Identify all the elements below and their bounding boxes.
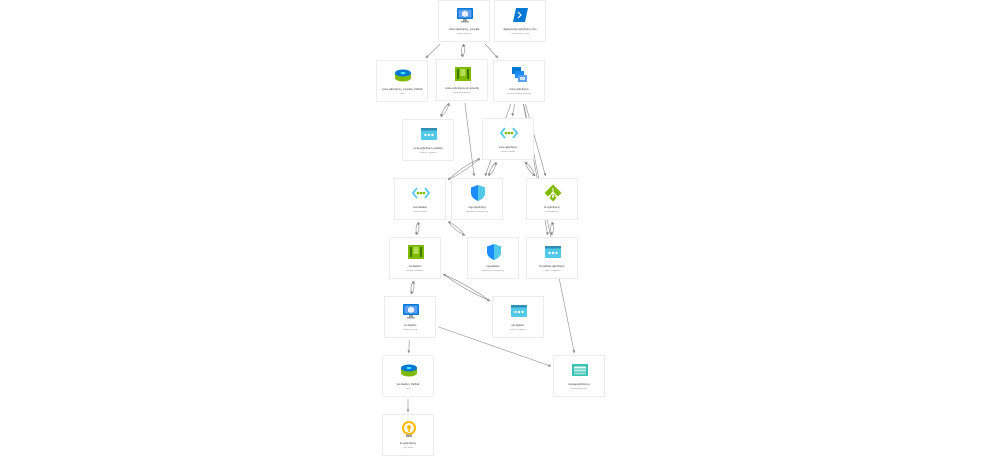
edge-nic-2-to-vnet-2 [416,221,421,236]
virtual-network-icon [499,124,519,142]
node-name: vm-bastion_OsDisk [396,383,420,386]
node-name: pip-bastion [511,324,525,327]
node-name: nsg-vgbmhpmy [468,206,486,209]
node-type: Deployment Script [511,33,529,35]
edge-vnet-main-to-lb [524,161,536,177]
public-ip-icon [510,302,528,320]
node-type: Virtual machine [402,329,418,331]
edge-nic-2-to-pip-2 [442,273,491,302]
node-name: kv-vgbmhpmy [399,442,417,445]
node-name: vmss-vgbmhpmy_vmscale [448,28,480,31]
node-type: Disk [399,93,405,95]
network-interface-icon [454,65,472,83]
node-name: lb-vgbmhpmy [544,206,560,209]
edge-pip-2-to-nic-2 [442,273,491,302]
edge-vm-2-to-storage [437,326,552,367]
node-type: Virtual machine [456,33,472,35]
node-type: Virtual network [412,211,428,213]
network-security-group-icon [485,243,503,261]
node-name: vmss-vgbmhpmy-publicip [413,147,443,150]
node-name: vm-bastion [403,324,417,327]
node-name: nsg-bastion [486,265,500,268]
disk-icon [394,66,412,84]
edge-nsg-2-to-vnet-2 [447,221,466,236]
node-name: vmss-vgbmhpmy_vmscale_OsDisk [381,88,423,91]
edge-vnet-main-to-vnet-2 [447,157,481,181]
edge-vm-main-to-disk-main [425,43,441,59]
node-type: Network interface [406,270,424,272]
node-name: nic-bastion [408,265,422,268]
edge-nic-main-to-nsg-main [464,102,476,177]
edge-vm-main-to-nic-main [460,43,464,58]
node-name: storagevgbmhpmy [568,383,590,386]
disk-icon [400,361,418,379]
edge-nic-2-to-vm-2 [409,280,414,295]
node-type: Public IP address [543,270,561,272]
network-security-group-icon [469,184,487,202]
node-type: Network interface [453,92,471,94]
edge-pip-lb-to-lb [551,221,555,236]
edge-vm-main-to-vmss [484,43,499,59]
node-type: Virtual machine scale set [506,93,532,95]
edge-vnet-2-to-nsg-2 [447,221,466,236]
node-type: Load balancer [545,211,559,213]
node-name: vnet-bastion [412,206,428,209]
storage-account-icon [571,361,589,379]
node-type: Disk [405,388,411,390]
node-name: deployscript-vgbmhpmy-vms [503,28,537,31]
edge-lb-to-vnet-main [524,161,536,177]
vm-scale-set-icon [511,66,529,84]
load-balancer-icon [544,184,562,202]
node-name: vmss-vgbmhpmy [509,88,529,91]
node-type: Storage account [571,388,587,390]
network-interface-icon [407,243,425,261]
edge-pip-main-to-nic-main [440,102,451,118]
key-vault-icon [400,420,418,438]
deployment-script-icon [512,6,530,24]
edge-nic-main-to-pip-main [439,102,450,118]
node-type: Virtual network [500,151,516,153]
virtual-machine-icon [402,302,420,320]
edge-nic-main-to-vm-main [462,43,466,58]
node-name: lb-publicip-vgbmhpmy [539,265,565,268]
edge-vmss-to-vnet-main [511,103,515,117]
virtual-machine-icon [456,6,474,24]
node-type: Public IP address [419,152,437,154]
node-type: Public IP address [509,329,527,331]
edge-nsg-main-to-vnet-main [488,161,498,177]
edge-lb-to-pip-lb [549,221,553,236]
edge-vm-2-to-nic-2 [411,280,416,295]
node-name: vmss-vgbmhpmy-nic-ipconfig [445,87,479,90]
edge-vnet-main-to-nsg-main [487,161,497,177]
node-name: vnet-vgbmhpmy [498,146,518,149]
node-type: Network security group [465,211,489,213]
node-type: Key vault [403,447,413,449]
edge-vnet-2-to-vnet-main [447,157,481,181]
edge-vnet-2-to-nic-2 [414,221,419,236]
node-type: Network security group [481,270,505,272]
edge-vmss-to-lb [525,103,547,177]
virtual-network-icon [411,184,431,202]
public-ip-icon [544,243,562,261]
public-ip-icon [420,125,438,143]
